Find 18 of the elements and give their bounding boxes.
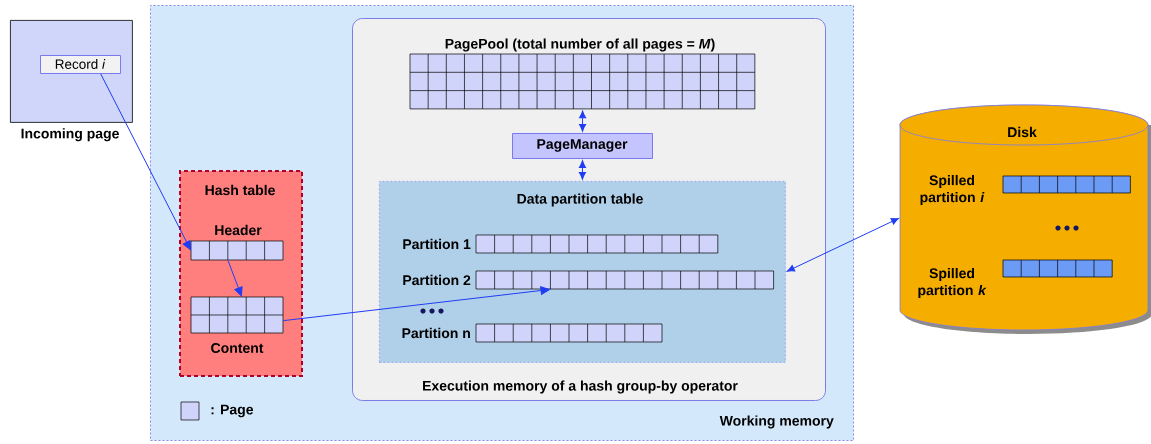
node-label: Incoming page: [21, 128, 119, 142]
page-row: Header: [190, 224, 284, 261]
legend-label: : Page: [211, 404, 254, 418]
page-grid: PagePool (total number of all pages = M): [409, 38, 756, 110]
page-grid: Content: [190, 296, 284, 353]
arrow: [100, 73, 191, 251]
record-box: Record i: [40, 55, 121, 74]
spilled-partition-row: Spilled partition i: [920, 174, 1131, 205]
arrow: [786, 217, 899, 272]
spilled-partition-row: Spilled partition k: [918, 259, 1113, 298]
partition-row: Partition 1: [403, 234, 719, 254]
arrow: [579, 110, 587, 132]
manager-box: PageManager: [512, 133, 653, 159]
arrow: [578, 160, 586, 180]
partition-row: Partition 2: [403, 270, 774, 290]
arrow: [282, 286, 550, 322]
partition-row: Partition n: [402, 323, 663, 343]
arrow: [227, 259, 243, 297]
